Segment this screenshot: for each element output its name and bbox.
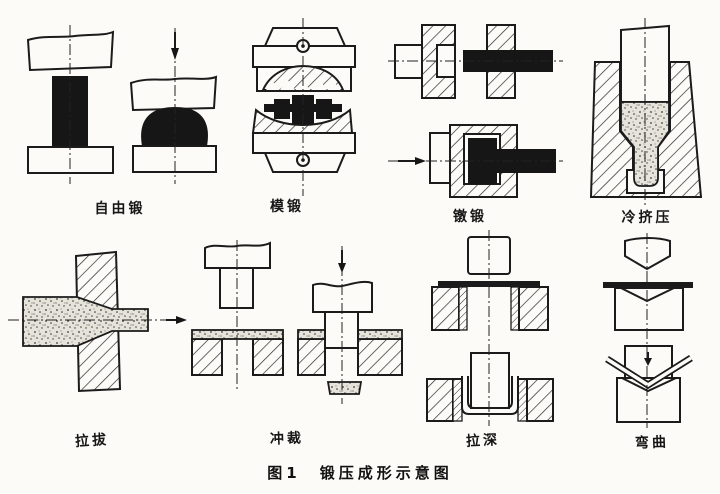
die-forging-diagram [251,18,356,196]
blanked-slug [326,381,363,395]
flat-sheet [603,282,693,288]
upset-forging-diagram [388,24,563,198]
bending-diagram [603,233,693,428]
wire-drawing-diagram [8,250,187,393]
drawn-cup [461,376,519,415]
label-upset-forging: 镦锻 [453,209,487,225]
label-blanking: 冲裁 [269,430,305,448]
free-forging-diagram [26,25,218,184]
label-bending: 弯曲 [634,434,670,452]
label-die-forging: 模锻 [270,199,304,215]
deep-drawing-diagram [426,230,554,426]
blanking-diagram [191,240,403,404]
cold-extrusion-diagram [589,18,703,205]
drawn-bar [22,296,149,347]
label-free-forging: 自由锻 [94,201,146,217]
extruded-workpiece [620,101,670,187]
label-cold-extrusion: 冷挤压 [621,210,673,226]
figure-caption: 图1 锻压成形示意图 [267,464,453,482]
